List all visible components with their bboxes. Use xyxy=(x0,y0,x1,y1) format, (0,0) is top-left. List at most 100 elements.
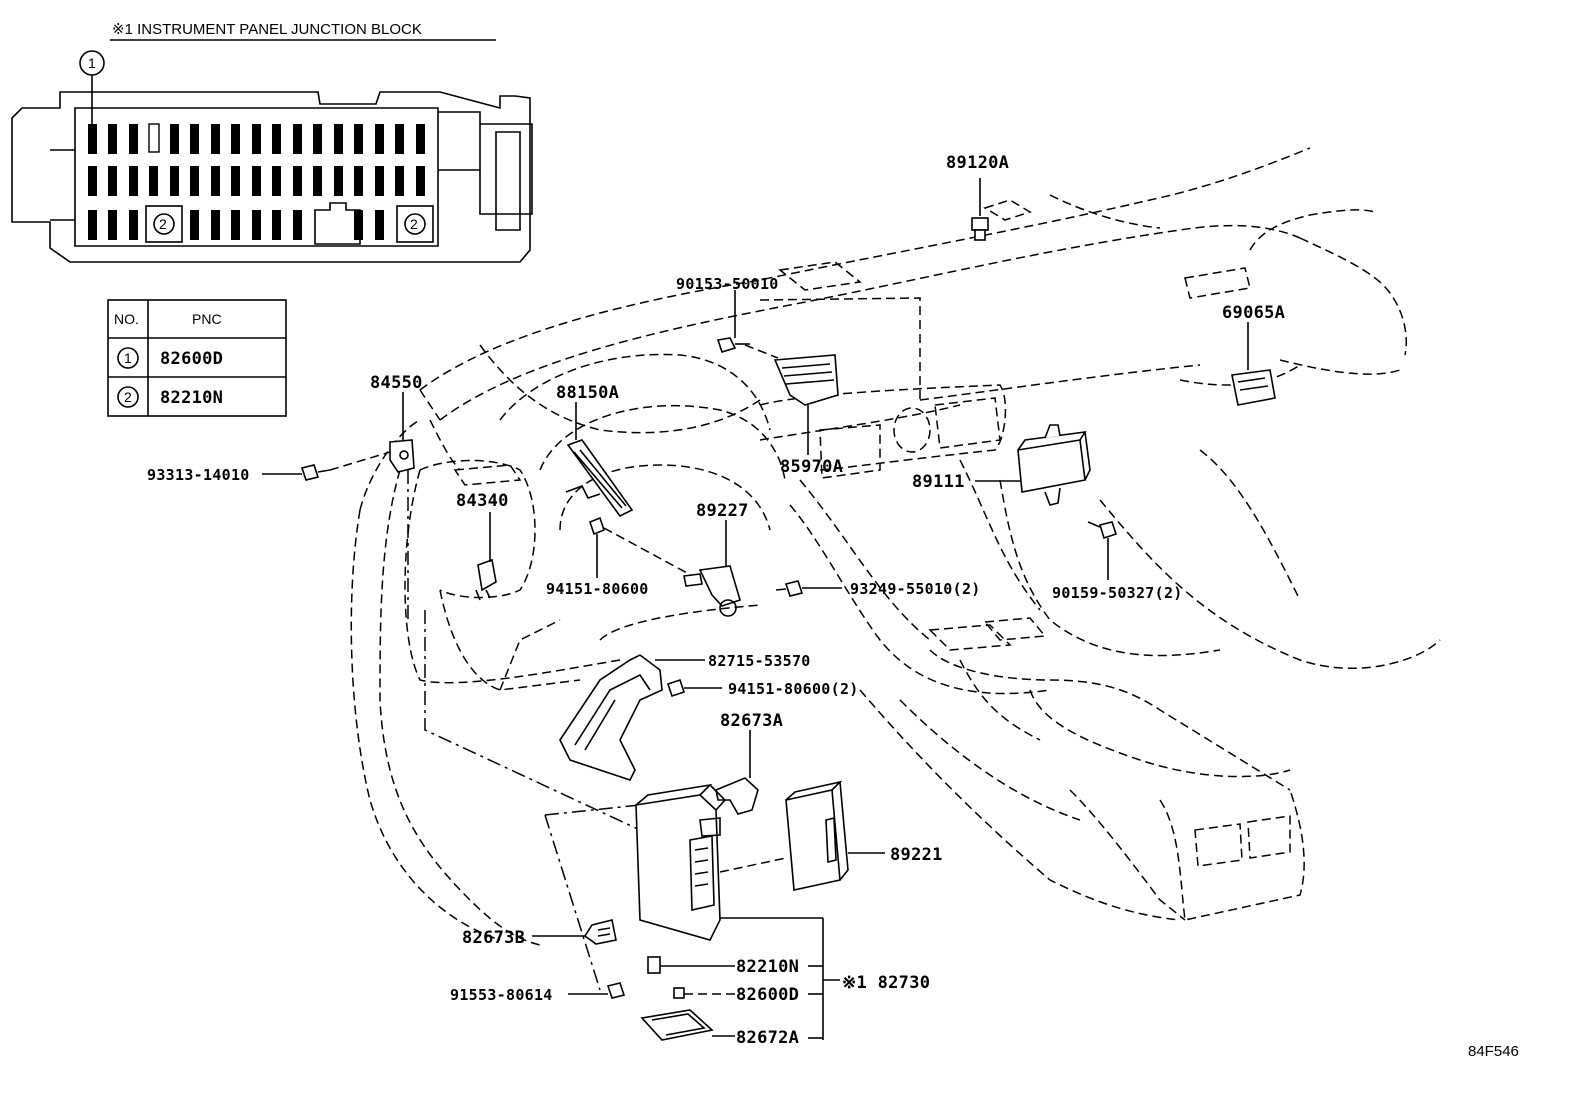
fuse-slot xyxy=(293,166,302,196)
fuse-slot xyxy=(334,166,343,196)
label-69065A: 69065A xyxy=(1222,303,1285,323)
fuse-slot xyxy=(108,210,117,240)
fuse-slot xyxy=(88,210,97,240)
label-82673B: 82673B xyxy=(462,928,525,948)
fuse-slot xyxy=(190,210,199,240)
part-82600D xyxy=(673,987,735,999)
part-82210N xyxy=(647,956,735,974)
fuse-slot xyxy=(149,166,158,196)
fuse-slot xyxy=(88,166,97,196)
fuse-slot xyxy=(252,124,261,154)
table-row-1-pnc: 82600D xyxy=(160,349,223,369)
fuse-slot xyxy=(129,124,138,154)
label-89227: 89227 xyxy=(696,501,749,521)
label-82672A: 82672A xyxy=(736,1028,799,1048)
table-header-no: NO. xyxy=(114,311,139,327)
label-84340: 84340 xyxy=(456,491,509,511)
part-82672A xyxy=(640,1009,735,1041)
fuse-slot xyxy=(252,166,261,196)
part-85970A xyxy=(744,344,839,455)
part-90159-50327 xyxy=(1087,521,1118,580)
part-82673B xyxy=(532,919,617,945)
label-94151-80600-a: 94151-80600 xyxy=(546,580,649,598)
table-row-2-no: 2 xyxy=(124,389,132,405)
dashboard-outline xyxy=(350,147,1441,991)
part-94151-80600-a xyxy=(589,516,701,581)
diagram-code: 84F546 xyxy=(1468,1043,1519,1060)
fuse-slot xyxy=(416,124,425,154)
fuse-slot xyxy=(416,166,425,196)
fuse-slot xyxy=(395,166,404,196)
label-90153-50010: 90153-50010 xyxy=(676,275,779,293)
relay-box-right xyxy=(396,205,434,243)
fuse-slot xyxy=(395,124,404,154)
fuse-slot xyxy=(88,124,97,154)
part-89227 xyxy=(683,520,741,617)
fuse-slot xyxy=(375,124,384,154)
fuse-slot xyxy=(354,210,363,240)
part-84340 xyxy=(475,512,497,601)
label-82730: ※1 82730 xyxy=(842,973,930,993)
fuse-slot xyxy=(354,166,363,196)
part-82730-junction-block xyxy=(635,783,840,1040)
fuse-slot xyxy=(211,210,220,240)
fuse-slot xyxy=(108,124,117,154)
fuse-slot xyxy=(231,124,240,154)
part-82673A xyxy=(715,730,759,815)
fuse-slot xyxy=(231,166,240,196)
fuse-slot xyxy=(293,124,302,154)
label-94151-80600-b: 94151-80600(2) xyxy=(728,680,859,698)
label-93249-55010: 93249-55010(2) xyxy=(850,580,981,598)
fuse-slot xyxy=(190,166,199,196)
part-93249-55010 xyxy=(775,580,842,597)
label-91553-80614: 91553-80614 xyxy=(450,986,553,1004)
spare-slot xyxy=(148,123,160,153)
part-90153-50010 xyxy=(716,290,750,353)
fuse-slot xyxy=(170,166,179,196)
fuse-slot xyxy=(129,210,138,240)
pnc-table: NO. PNC 1 82600D 2 82210N xyxy=(107,299,287,417)
fuse-slot xyxy=(375,166,384,196)
fuse-slot xyxy=(170,124,179,154)
part-69065A xyxy=(1231,322,1276,406)
label-82715-53570: 82715-53570 xyxy=(708,652,811,670)
callout-circle-2-left xyxy=(153,213,175,235)
part-89221 xyxy=(719,780,885,891)
fuse-slot xyxy=(252,210,261,240)
fuse-slot xyxy=(375,210,384,240)
fuse-slot xyxy=(354,124,363,154)
center-connector xyxy=(314,202,361,245)
fuse-slot xyxy=(211,124,220,154)
junction-block-face xyxy=(74,107,439,247)
fuse-slot xyxy=(129,166,138,196)
fuse-slot xyxy=(211,166,220,196)
part-labels: 89120A 90153-50010 69065A 84550 88150A 9… xyxy=(147,153,1519,1060)
label-90159-50327: 90159-50327(2) xyxy=(1052,584,1183,602)
part-94151-80600-b xyxy=(666,678,722,698)
part-89111 xyxy=(975,424,1091,506)
junction-block-title: ※1 INSTRUMENT PANEL JUNCTION BLOCK xyxy=(112,21,422,38)
fuse-slot xyxy=(190,124,199,154)
junction-block-inset: ※1 INSTRUMENT PANEL JUNCTION BLOCK 2 2 1 xyxy=(11,21,533,263)
part-89120A xyxy=(971,178,989,241)
callout-1: 1 xyxy=(88,55,96,71)
label-89221: 89221 xyxy=(890,845,943,865)
part-88150A xyxy=(565,402,634,518)
table-row-2-pnc: 82210N xyxy=(160,388,223,408)
relay-box-left xyxy=(145,205,183,243)
label-85970A: 85970A xyxy=(780,457,843,477)
fuse-slot xyxy=(272,210,281,240)
label-84550: 84550 xyxy=(370,373,423,393)
fuse-slot xyxy=(293,210,302,240)
fuse-slot xyxy=(334,124,343,154)
part-82715-53570 xyxy=(559,654,705,781)
part-91553-80614 xyxy=(568,982,626,999)
junction-block-housing xyxy=(11,91,531,263)
fuse-slot xyxy=(272,166,281,196)
label-82673A: 82673A xyxy=(720,711,783,731)
fuse-slot xyxy=(108,166,117,196)
label-89120A: 89120A xyxy=(946,153,1009,173)
label-82600D: 82600D xyxy=(736,985,799,1005)
